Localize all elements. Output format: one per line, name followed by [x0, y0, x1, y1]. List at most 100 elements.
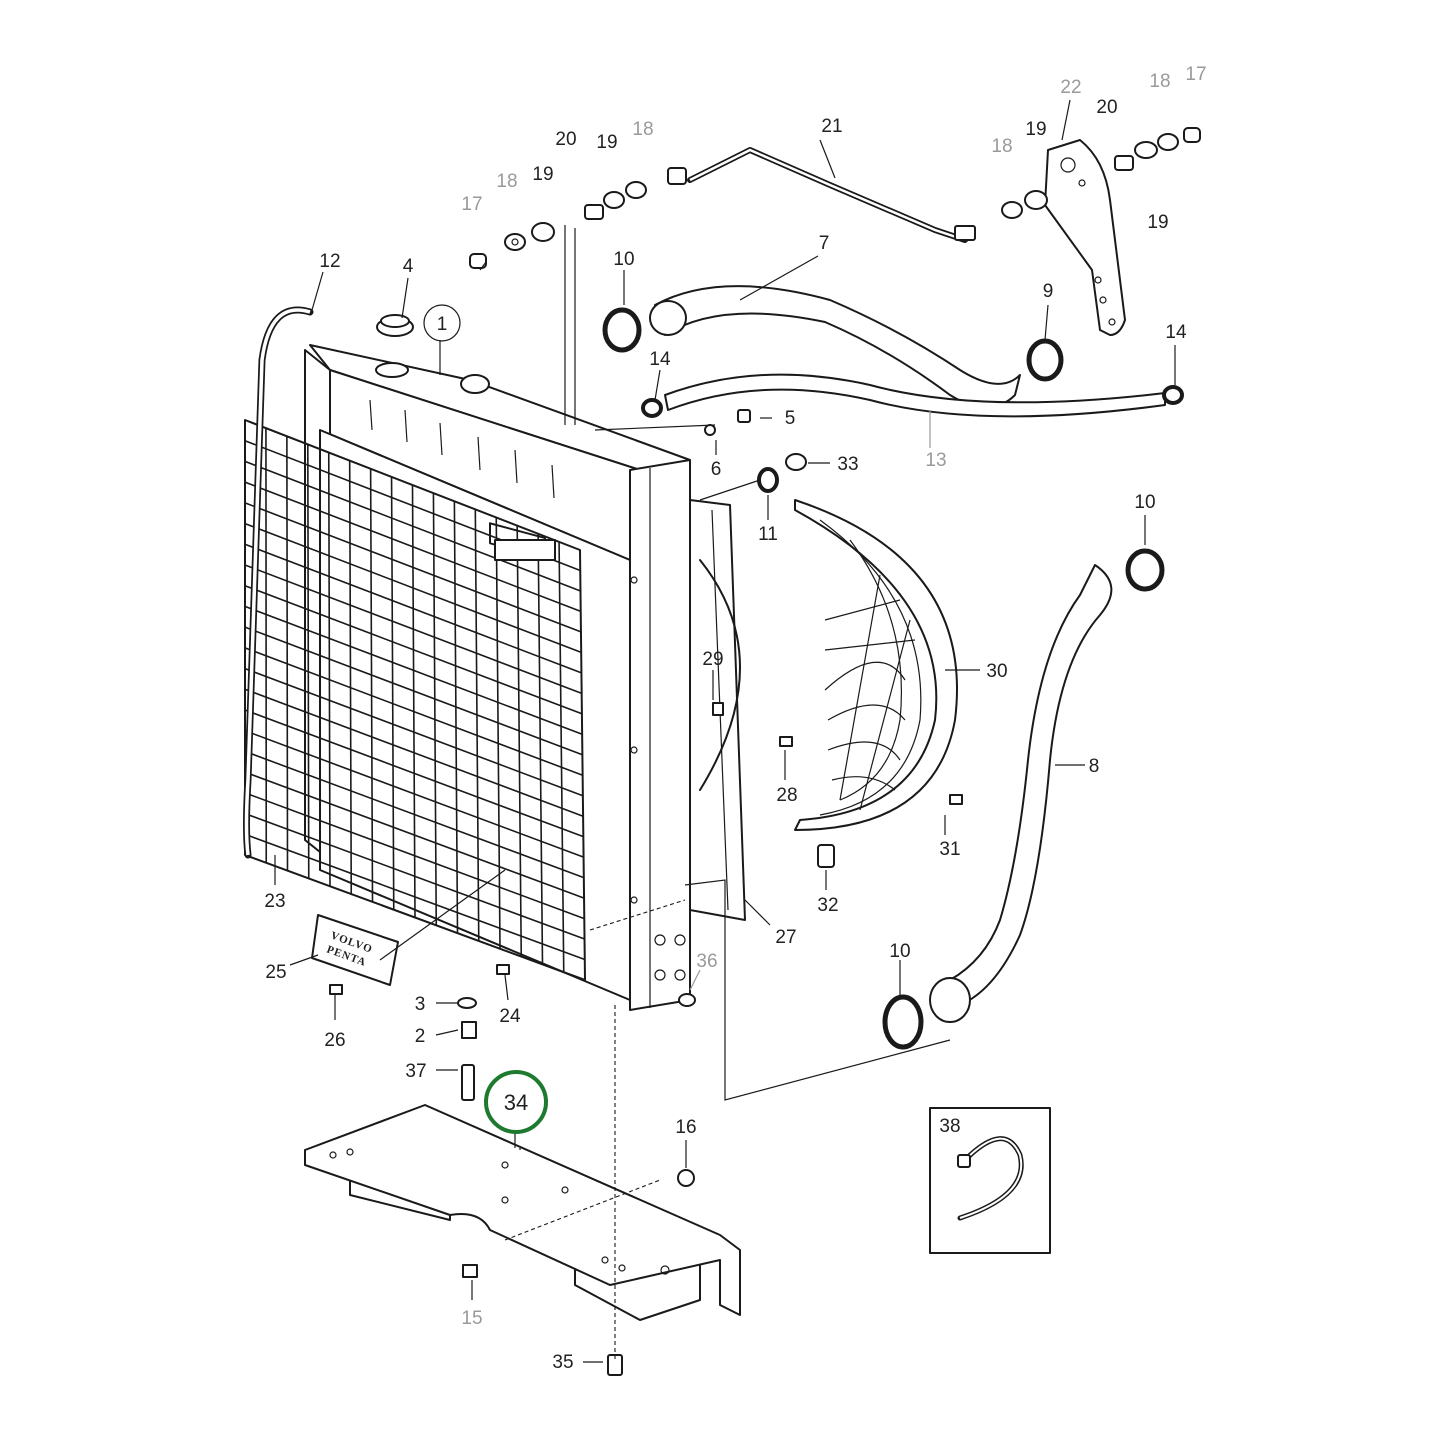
callout-numbers: 1 2 3 4 5 6 7 8 9 10 10 10 11 12 13 14 1…	[264, 64, 1206, 1373]
grille-bar-horizontal	[244, 460, 581, 592]
grille-bar-horizontal	[244, 833, 586, 961]
grille-bar-vertical	[327, 452, 331, 887]
callout-6[interactable]: 6	[711, 459, 722, 480]
callout-11[interactable]: 11	[758, 524, 778, 545]
callout-leaders	[274, 99, 1176, 1363]
small-fasteners	[329, 409, 963, 1376]
callout-26[interactable]: 26	[324, 1030, 345, 1051]
callout-23[interactable]: 23	[264, 891, 285, 912]
callout-8[interactable]: 8	[1089, 756, 1100, 777]
grille-bar-horizontal	[244, 564, 582, 695]
callout-17b[interactable]: 17	[1185, 64, 1206, 85]
callout-18b[interactable]: 18	[632, 119, 653, 140]
mounting-hardware-left	[469, 167, 687, 425]
callout-18d[interactable]: 18	[1149, 71, 1170, 92]
grille-bar-horizontal	[244, 626, 583, 756]
callout-34[interactable]: 34	[504, 1090, 528, 1115]
grille-bar-vertical	[348, 460, 353, 895]
callout-19a[interactable]: 19	[532, 164, 553, 185]
fan-guard	[794, 499, 958, 831]
callout-13[interactable]: 13	[925, 450, 946, 471]
callout-24[interactable]: 24	[499, 1006, 521, 1027]
grille-bar-horizontal	[244, 667, 584, 797]
callout-21[interactable]: 21	[821, 116, 842, 137]
callout-31[interactable]: 31	[939, 839, 960, 860]
callout-15[interactable]: 15	[461, 1308, 482, 1329]
grille-bar-horizontal	[244, 771, 585, 899]
callout-18c[interactable]: 18	[991, 136, 1012, 157]
grille-bar-vertical	[453, 501, 459, 934]
grille-bar-vertical	[537, 533, 544, 965]
protective-grille	[244, 419, 586, 981]
callout-12[interactable]: 12	[319, 251, 340, 272]
callout-4[interactable]: 4	[403, 256, 414, 277]
callout-38[interactable]: 38	[939, 1116, 960, 1137]
upper-hose	[654, 285, 1021, 409]
grille-bar-horizontal	[244, 605, 583, 736]
grille-bar-vertical	[516, 525, 523, 957]
callout-10b[interactable]: 10	[1134, 492, 1155, 513]
grille-bar-vertical	[390, 476, 395, 910]
grille-bar-horizontal	[244, 543, 582, 674]
highlight-ring-34	[484, 1070, 548, 1134]
grille-bar-vertical	[286, 436, 289, 871]
callout-20b[interactable]: 20	[1096, 97, 1117, 118]
cable-tie-inset	[929, 1107, 1051, 1254]
hose-clamps	[602, 307, 1184, 1050]
grille-bar-horizontal	[244, 481, 582, 613]
overflow-hose	[664, 373, 1166, 418]
callout-1[interactable]: 1	[437, 314, 448, 335]
grille-bar-horizontal	[244, 502, 582, 633]
callout-17a[interactable]: 17	[461, 194, 482, 215]
callout-5[interactable]: 5	[785, 408, 796, 429]
callout-22[interactable]: 22	[1060, 77, 1081, 98]
callout-28[interactable]: 28	[776, 785, 797, 806]
callout-36[interactable]: 36	[696, 951, 717, 972]
grille-bar-horizontal	[244, 522, 582, 654]
grille-bar-vertical	[495, 517, 501, 949]
callout-29[interactable]: 29	[702, 649, 723, 670]
grille-bar-vertical	[411, 484, 416, 918]
callout-ring-1	[423, 304, 461, 342]
callout-32[interactable]: 32	[817, 895, 838, 916]
callout-19c[interactable]: 19	[1025, 119, 1046, 140]
callout-3[interactable]: 3	[415, 994, 426, 1015]
grille-bar-horizontal	[244, 709, 584, 838]
grille-bar-horizontal	[244, 792, 585, 920]
callout-10a[interactable]: 10	[613, 249, 634, 270]
mounting-hardware-right	[954, 127, 1201, 241]
callout-18a[interactable]: 18	[496, 171, 517, 192]
callout-30[interactable]: 30	[986, 661, 1007, 682]
grille-bar-vertical	[432, 493, 438, 926]
grille-bar-horizontal	[244, 688, 584, 817]
callout-35[interactable]: 35	[552, 1352, 573, 1373]
grille-bar-vertical	[369, 468, 374, 902]
callout-2[interactable]: 2	[415, 1026, 426, 1047]
callout-19d[interactable]: 19	[1147, 212, 1168, 233]
logo-plate: VOLVO PENTA	[311, 914, 399, 986]
callout-37[interactable]: 37	[405, 1061, 426, 1082]
callout-16[interactable]: 16	[675, 1117, 696, 1138]
radiator-body	[304, 344, 691, 1011]
callout-14a[interactable]: 14	[649, 349, 671, 370]
grille-bar-horizontal	[244, 812, 585, 940]
callout-19b[interactable]: 19	[596, 132, 617, 153]
radiator-cap	[376, 314, 414, 337]
callout-33[interactable]: 33	[837, 454, 858, 475]
callout-27[interactable]: 27	[775, 927, 796, 948]
callout-7[interactable]: 7	[819, 233, 830, 254]
callout-9[interactable]: 9	[1043, 281, 1054, 302]
grille-bar-horizontal	[244, 750, 585, 879]
callout-14b[interactable]: 14	[1165, 322, 1187, 343]
grille-bar-vertical	[474, 509, 480, 941]
grille-bar-vertical	[307, 444, 310, 879]
grille-bar-horizontal	[244, 647, 583, 776]
grille-bar-horizontal	[244, 729, 584, 858]
callout-20a[interactable]: 20	[555, 129, 576, 150]
callout-10c[interactable]: 10	[889, 941, 910, 962]
callout-25[interactable]: 25	[265, 962, 286, 983]
guide-lines	[504, 424, 951, 1360]
stay-bracket	[1044, 139, 1126, 336]
